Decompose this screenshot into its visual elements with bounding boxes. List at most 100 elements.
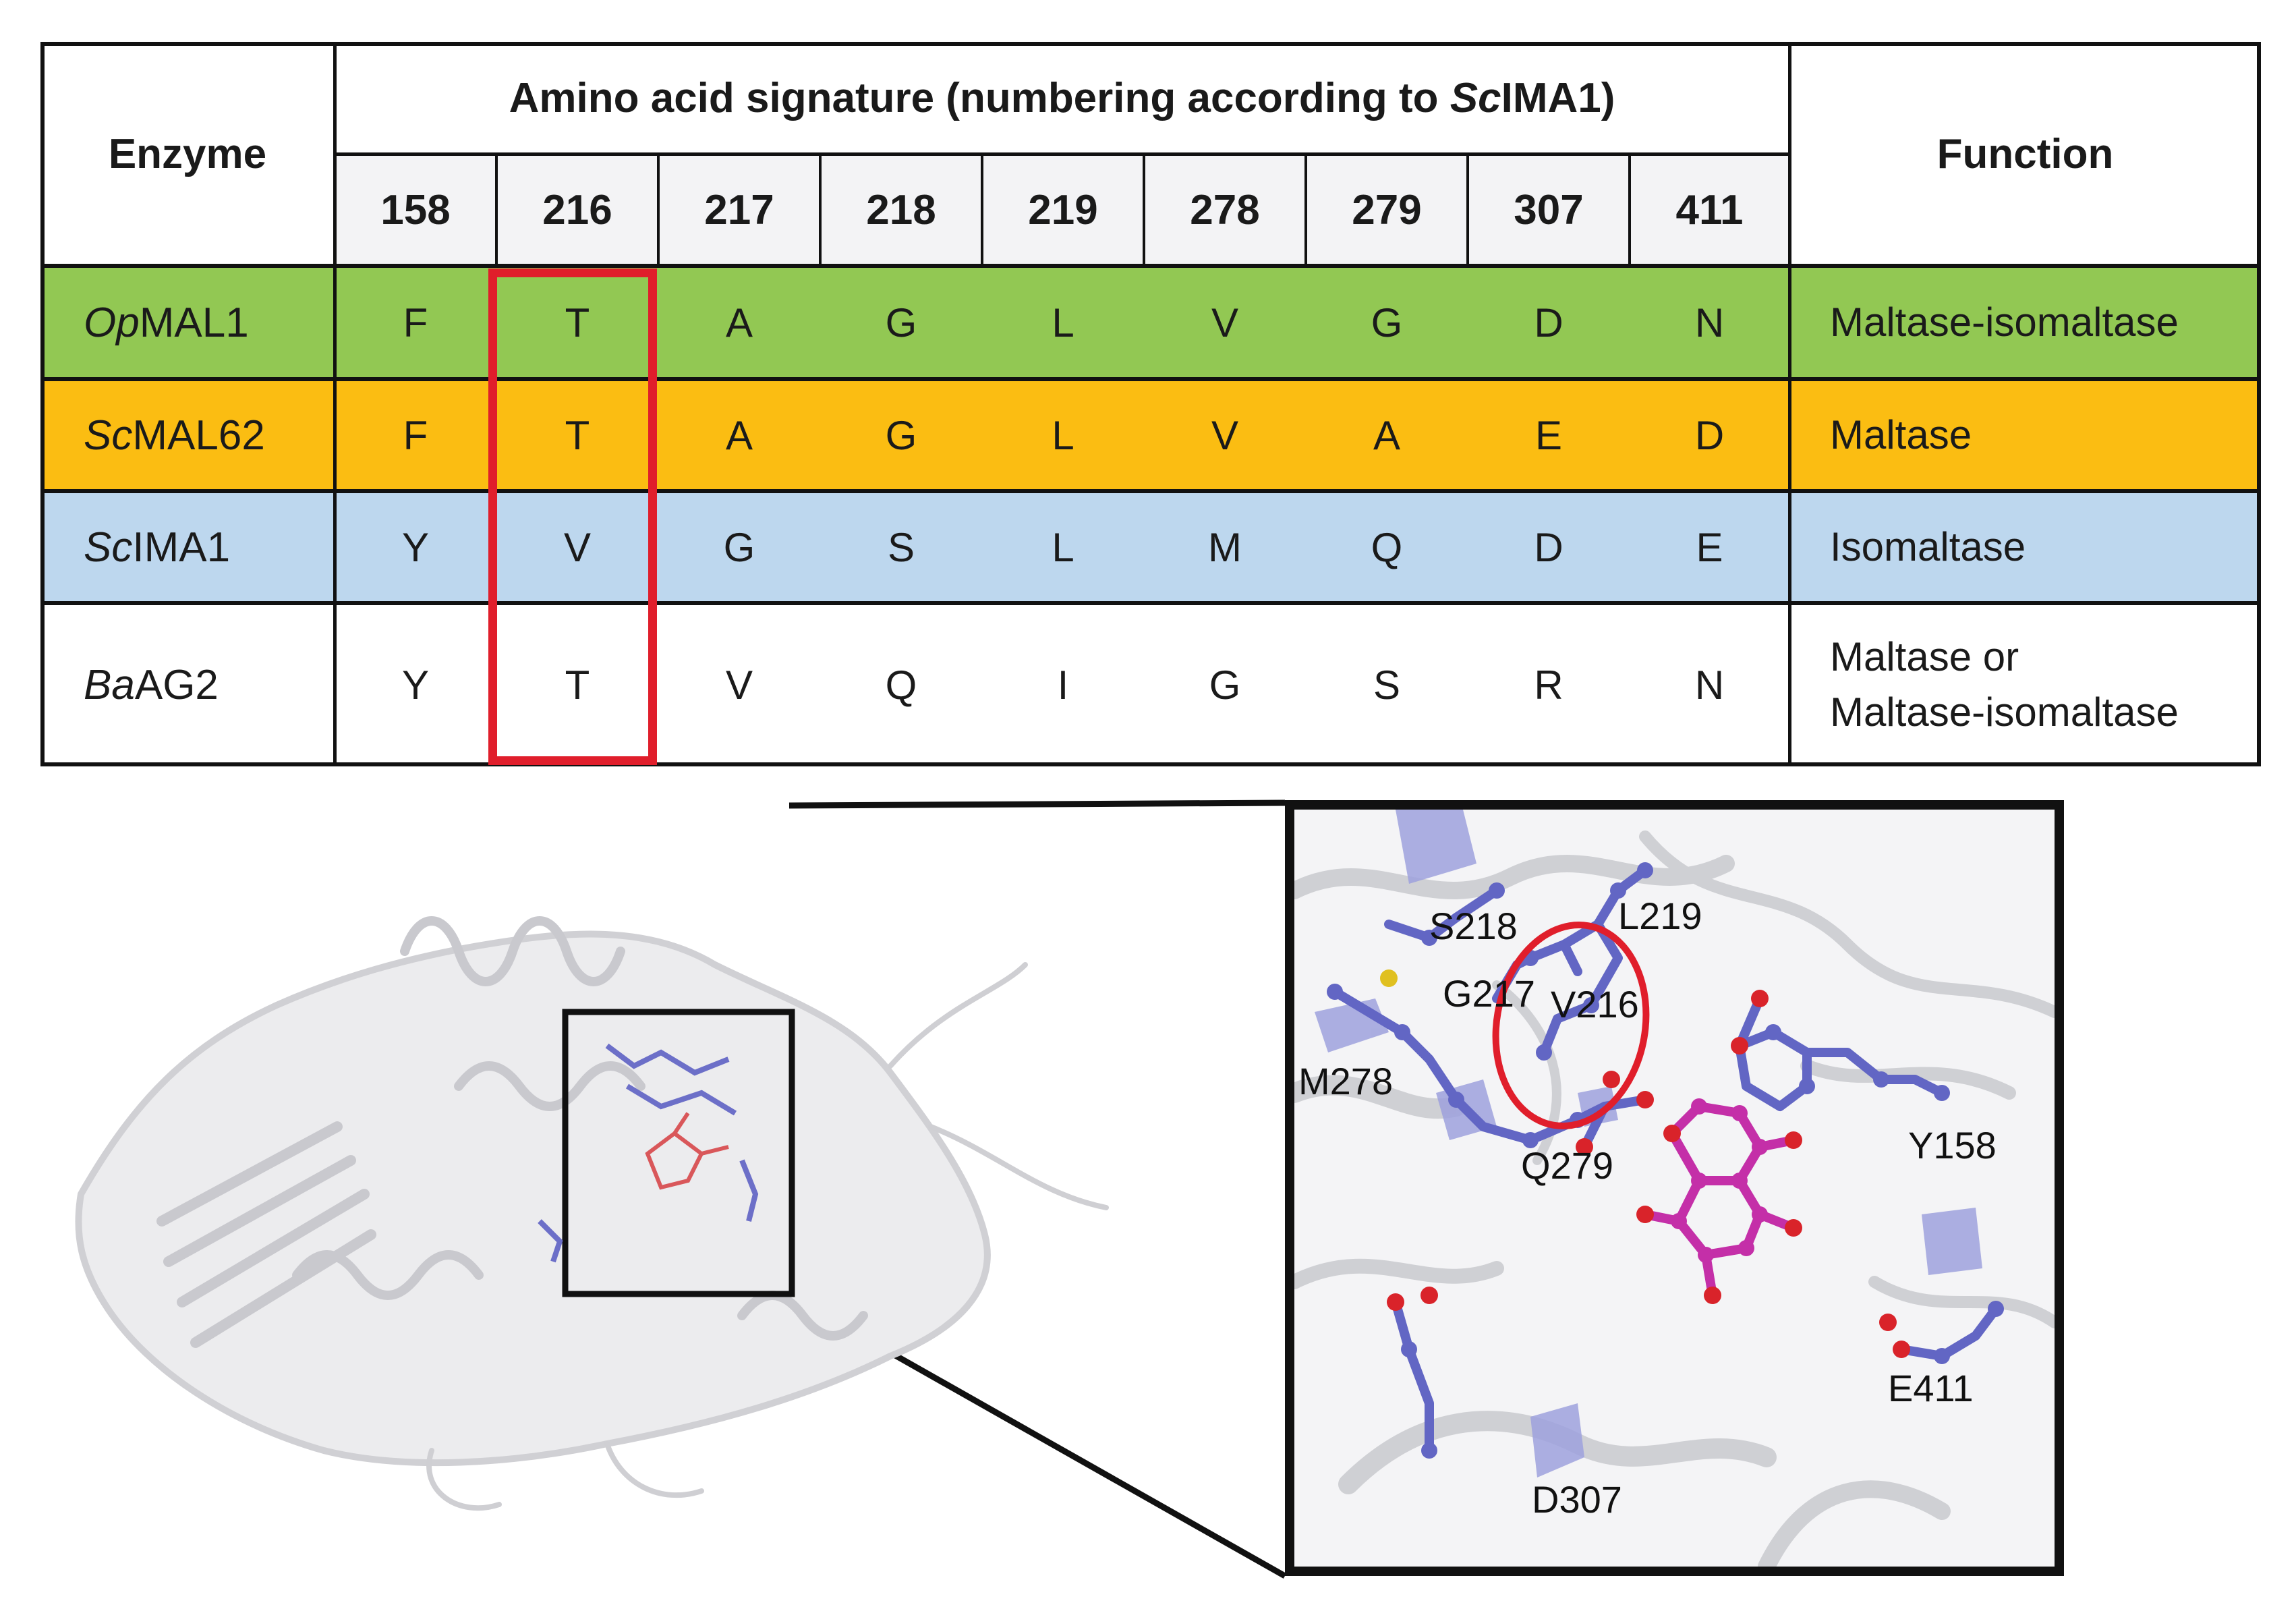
function-line: Isomaltase: [1830, 524, 2026, 569]
label-v216: V216: [1551, 983, 1639, 1025]
amino-acid-signature-table: Enzyme Amino acid signature (numbering a…: [40, 42, 2261, 766]
residue-cell: D: [1694, 412, 1725, 458]
position-header-411: 411: [1630, 154, 1789, 266]
grid-right: [2257, 42, 2261, 766]
residue-cell: S: [887, 524, 915, 570]
label-y158: Y158: [1908, 1124, 1997, 1166]
enzyme-name-suffix: IMA1: [132, 524, 231, 571]
active-site-zoom-panel: S218 L219 G217 V216 M278 Q279 Y158 E411 …: [1285, 800, 2064, 1576]
grid-hline: [40, 264, 2261, 268]
row-background: [40, 379, 2261, 491]
grid-vline: [1628, 154, 1631, 266]
v216-highlight-ellipse: [1492, 922, 1650, 1129]
position-header-158: 158: [335, 154, 496, 266]
function-line: Maltase-isomaltase: [1830, 689, 2179, 735]
enzyme-name-suffix: MAL62: [132, 412, 265, 459]
position-header-279: 279: [1306, 154, 1468, 266]
connector-top: [788, 799, 1286, 809]
residue-cell: Y: [401, 524, 430, 570]
enzyme-name-prefix: Ba: [84, 661, 135, 708]
function-header: Function: [1936, 130, 2114, 177]
enzyme-name-prefix: Sc: [84, 412, 133, 459]
position-header-219: 219: [982, 154, 1144, 266]
function-cell: Maltase-isomaltase: [1789, 266, 2261, 379]
grid-vline: [1304, 154, 1307, 266]
grid-hline: [40, 377, 2261, 381]
row-background: [40, 491, 2261, 603]
grid-hline: [40, 489, 2261, 493]
residue-cell: E: [1696, 524, 1723, 570]
function-cell: Isomaltase: [1789, 491, 2261, 603]
function-line: Maltase or: [1830, 634, 2019, 679]
function-cell: Maltase: [1789, 379, 2261, 491]
signature-header-prefix: Amino acid signature (numbering accordin…: [509, 74, 1450, 121]
label-d307: D307: [1532, 1478, 1622, 1521]
residue-cell: G: [723, 524, 755, 570]
function-line: Maltase: [1830, 412, 1972, 457]
residue-cell: V: [1211, 412, 1239, 458]
position-header-278: 278: [1144, 154, 1306, 266]
residue-cell: G: [1371, 300, 1403, 345]
residue-cell: T: [565, 412, 590, 458]
residue-cell: L: [1052, 524, 1074, 570]
enzyme-name-suffix: AG2: [134, 661, 219, 708]
grid-vline: [1788, 42, 1791, 766]
residue-cell: V: [1211, 300, 1239, 345]
residue-cell: Y: [401, 662, 430, 708]
residue-cell: A: [725, 412, 753, 458]
residue-cell: I: [1057, 662, 1069, 708]
label-q279: Q279: [1521, 1144, 1613, 1187]
sulfur-atom: [1380, 969, 1398, 987]
active-site-structure: [1294, 810, 2055, 1567]
enzyme-header: Enzyme: [108, 130, 267, 177]
residue-cell: N: [1694, 300, 1725, 345]
label-g217: G217: [1443, 972, 1535, 1015]
grid-hline: [335, 152, 1789, 156]
residue-cell: V: [563, 524, 592, 570]
enzyme-name-prefix: Op: [84, 299, 140, 346]
grid-vline: [495, 154, 498, 266]
grid-vline: [1143, 154, 1145, 266]
signature-header-suffix: IMA1): [1501, 74, 1615, 121]
grid-left: [40, 42, 45, 766]
grid-vline: [1466, 154, 1469, 266]
residue-cell: F: [403, 412, 428, 458]
residue-cell: S: [1373, 662, 1401, 708]
grid-vline: [333, 42, 337, 766]
residue-cell: L: [1052, 412, 1074, 458]
function-cell: Maltase or Maltase-isomaltase: [1789, 603, 2261, 766]
residue-cell: E: [1534, 412, 1563, 458]
residue-cell: Q: [1371, 524, 1403, 570]
grid-vline: [657, 154, 660, 266]
position-header-307: 307: [1468, 154, 1630, 266]
enzyme-name-suffix: MAL1: [139, 299, 249, 346]
grid-vline: [819, 154, 822, 266]
residue-cell: A: [725, 300, 753, 345]
residue-cell: F: [403, 300, 428, 345]
residue-cell: V: [725, 662, 753, 708]
row-background: [40, 603, 2261, 766]
residue-cell: Q: [885, 662, 917, 708]
row-background: [40, 266, 2261, 379]
label-s218: S218: [1429, 905, 1518, 947]
residue-cell: T: [565, 662, 590, 708]
position-header-218: 218: [820, 154, 982, 266]
label-l219: L219: [1618, 895, 1702, 937]
label-m278: M278: [1298, 1060, 1394, 1102]
residue-cell: T: [565, 300, 590, 345]
residue-cell: G: [885, 300, 917, 345]
position-header-216: 216: [496, 154, 658, 266]
residue-cell: M: [1208, 524, 1242, 570]
residue-cell: G: [1209, 662, 1241, 708]
residue-cell: R: [1534, 662, 1563, 708]
active-site-box: [562, 1009, 795, 1297]
protein-cartoon-overview: [75, 916, 1109, 1511]
residue-cell: L: [1052, 300, 1074, 345]
residue-cell: D: [1534, 524, 1563, 570]
grid-bottom: [40, 762, 2261, 766]
residue-cell: D: [1534, 300, 1563, 345]
